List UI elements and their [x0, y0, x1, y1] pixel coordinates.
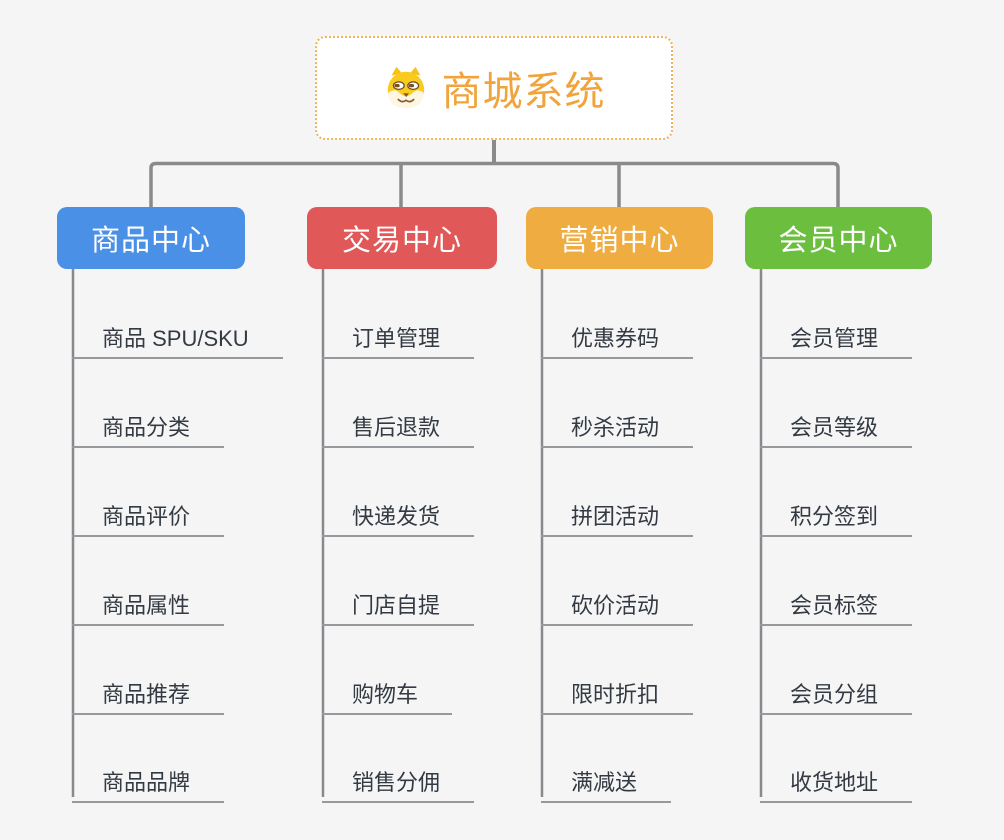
leaf-node[interactable]: 秒杀活动	[541, 406, 694, 448]
leaf-label: 会员等级	[790, 415, 879, 440]
leaf-node[interactable]: 订单管理	[322, 317, 475, 359]
leaf-label: 门店自提	[352, 593, 441, 618]
leaf-node[interactable]: 限时折扣	[541, 673, 694, 715]
branch-label: 营销中心	[559, 225, 680, 257]
doge-face-icon	[383, 65, 429, 111]
root-node[interactable]: 商城系统	[315, 36, 673, 140]
branch-node-product-center[interactable]: 商品中心	[57, 207, 245, 269]
branch-label: 会员中心	[778, 225, 899, 257]
leaf-node[interactable]: 会员标签	[760, 584, 913, 626]
leaf-label: 商品品牌	[102, 770, 191, 795]
leaf-node[interactable]: 拼团活动	[541, 495, 694, 537]
leaf-label: 购物车	[352, 682, 419, 707]
leaf-node[interactable]: 砍价活动	[541, 584, 694, 626]
leaf-node[interactable]: 售后退款	[322, 406, 475, 448]
leaf-node[interactable]: 购物车	[322, 673, 453, 715]
leaf-node[interactable]: 商品品牌	[72, 761, 225, 803]
leaf-label: 优惠券码	[571, 326, 660, 351]
leaf-label: 销售分佣	[352, 770, 441, 795]
leaf-label: 商品分类	[102, 415, 191, 440]
branch-label: 商品中心	[90, 225, 211, 257]
leaf-label: 砍价活动	[571, 593, 660, 618]
leaf-label: 会员分组	[790, 682, 879, 707]
leaf-node[interactable]: 销售分佣	[322, 761, 475, 803]
leaf-node[interactable]: 会员分组	[760, 673, 913, 715]
leaf-label: 拼团活动	[571, 504, 660, 529]
leaf-node[interactable]: 收货地址	[760, 761, 913, 803]
branch-node-trade-center[interactable]: 交易中心	[307, 207, 497, 269]
root-title: 商城系统	[441, 70, 606, 114]
leaf-label: 满减送	[571, 770, 638, 795]
leaf-label: 快递发货	[352, 504, 441, 529]
leaf-label: 会员标签	[790, 593, 879, 618]
leaf-label: 收货地址	[790, 770, 879, 795]
leaf-label: 售后退款	[352, 415, 441, 440]
leaf-node[interactable]: 商品推荐	[72, 673, 225, 715]
leaf-node[interactable]: 积分签到	[760, 495, 913, 537]
leaf-label: 商品 SPU/SKU	[102, 326, 249, 351]
leaf-node[interactable]: 会员等级	[760, 406, 913, 448]
leaf-label: 限时折扣	[571, 682, 660, 707]
leaf-node[interactable]: 优惠券码	[541, 317, 694, 359]
leaf-node[interactable]: 商品 SPU/SKU	[72, 317, 283, 359]
branch-node-marketing-center[interactable]: 营销中心	[526, 207, 713, 269]
branch-label: 交易中心	[341, 225, 462, 257]
leaf-label: 订单管理	[352, 326, 441, 351]
leaf-label: 商品推荐	[102, 682, 191, 707]
leaf-node[interactable]: 满减送	[541, 761, 672, 803]
branch-node-member-center[interactable]: 会员中心	[745, 207, 932, 269]
leaf-node[interactable]: 商品属性	[72, 584, 225, 626]
leaf-label: 秒杀活动	[571, 415, 660, 440]
leaf-node[interactable]: 商品分类	[72, 406, 225, 448]
leaf-label: 商品评价	[102, 504, 191, 529]
leaf-node[interactable]: 商品评价	[72, 495, 225, 537]
leaf-node[interactable]: 门店自提	[322, 584, 475, 626]
leaf-node[interactable]: 会员管理	[760, 317, 913, 359]
leaf-node[interactable]: 快递发货	[322, 495, 475, 537]
leaf-label: 会员管理	[790, 326, 879, 351]
leaf-label: 商品属性	[102, 593, 191, 618]
leaf-label: 积分签到	[790, 504, 879, 529]
